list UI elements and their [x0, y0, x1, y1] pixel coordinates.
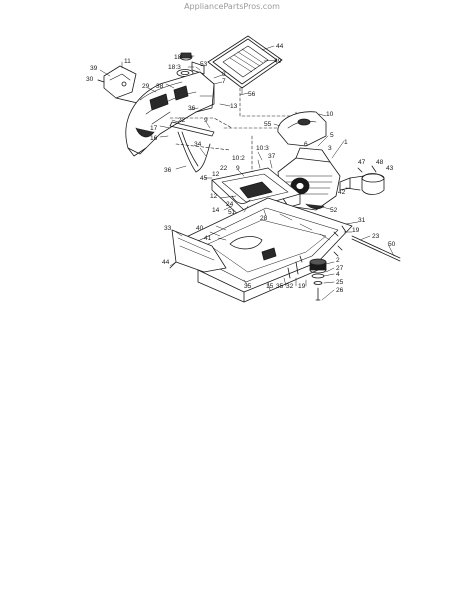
callout-29: 29 — [142, 83, 150, 90]
callout-4: 4 — [336, 271, 340, 278]
callout-31: 31 — [358, 217, 366, 224]
callout-22-mid: 22 — [220, 165, 228, 172]
callout-53: 53 — [200, 61, 208, 68]
callout-27: 27 — [336, 265, 344, 272]
engine-cover — [277, 111, 327, 147]
muffler — [339, 165, 385, 195]
leader-lines — [97, 45, 395, 301]
callout-50: 50 — [388, 241, 396, 248]
callout-labels: 11 39 30 29 38 18 18:3 53 8 7 13 36 55 5… — [86, 43, 396, 294]
belt — [169, 121, 215, 173]
fasteners — [287, 245, 343, 279]
callout-23: 23 — [372, 233, 380, 240]
engine-block — [277, 147, 341, 211]
callout-13: 13 — [230, 103, 238, 110]
callout-9-mid: 9 — [236, 165, 240, 172]
callout-22-top: 22 — [178, 117, 186, 124]
callout-56: 56 — [248, 91, 256, 98]
callout-3: 3 — [328, 145, 332, 152]
callout-45: 45 — [200, 175, 208, 182]
callout-15: 15 — [266, 283, 274, 290]
callout-17: 17 — [150, 125, 158, 132]
callout-39: 39 — [90, 65, 98, 72]
callout-37: 37 — [268, 153, 276, 160]
callout-36-mid: 36 — [164, 167, 172, 174]
callout-52: 52 — [330, 207, 338, 214]
callout-35-mid: 35 — [276, 283, 284, 290]
callout-44-bottom: 44 — [162, 259, 170, 266]
callout-32: 32 — [286, 283, 294, 290]
callout-36-top: 36 — [188, 105, 196, 112]
callout-40: 40 — [196, 225, 204, 232]
callout-48: 48 — [376, 159, 384, 166]
callout-44-top: 44 — [276, 43, 284, 50]
callout-26: 26 — [336, 287, 344, 294]
callout-10-2: 10:2 — [232, 155, 245, 162]
callout-49: 49 — [274, 58, 282, 65]
mid-frame — [211, 167, 301, 221]
callout-38: 38 — [156, 83, 164, 90]
callout-9-top: 9 — [204, 117, 208, 124]
callout-19-bottom: 19 — [298, 283, 306, 290]
callout-16: 16 — [150, 135, 158, 142]
callout-28: 28 — [260, 215, 268, 222]
discharge-chute — [169, 229, 227, 273]
callout-30: 30 — [86, 76, 94, 83]
site-watermark: AppliancePartsPros.com — [184, 2, 280, 11]
callout-51: 51 — [228, 209, 236, 216]
callout-47: 47 — [358, 159, 366, 166]
callout-7: 7 — [222, 78, 226, 85]
callout-43: 43 — [386, 165, 394, 172]
callout-10-3: 10:3 — [256, 145, 269, 152]
callout-14: 14 — [212, 207, 220, 214]
top-cover-plate — [207, 35, 283, 89]
callout-10: 10 — [326, 111, 334, 118]
callout-34: 34 — [194, 141, 202, 148]
axle-rod — [333, 225, 401, 262]
callout-1: 1 — [344, 139, 348, 146]
blade-hub — [309, 258, 327, 301]
fender-shroud — [125, 71, 215, 157]
callout-18-3: 18:3 — [168, 64, 181, 71]
callout-42: 42 — [338, 189, 346, 196]
callout-6: 6 — [304, 141, 308, 148]
callout-11: 11 — [124, 58, 131, 65]
callout-20: 12 — [212, 171, 220, 178]
callout-2: 2 — [336, 257, 340, 264]
callout-8: 8 — [222, 71, 226, 78]
callout-41: 41 — [204, 235, 212, 242]
callout-12: 12 — [210, 193, 218, 200]
callout-55: 55 — [264, 121, 272, 128]
callout-18: 18 — [174, 54, 182, 61]
callout-33: 33 — [164, 225, 172, 232]
callout-5: 5 — [330, 132, 334, 139]
callout-25: 25 — [336, 279, 344, 286]
callout-24: 24 — [226, 201, 234, 208]
callout-19-right: 19 — [352, 227, 360, 234]
callout-35-left: 35 — [244, 283, 252, 290]
